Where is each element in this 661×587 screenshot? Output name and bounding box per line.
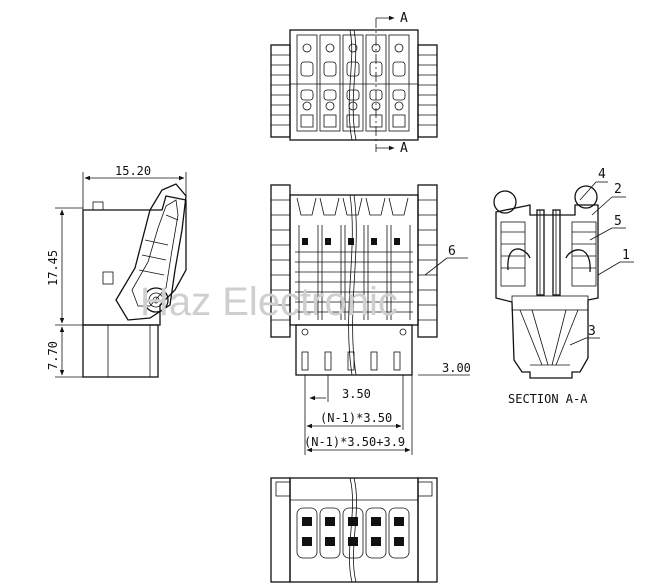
- bottom-view: [270, 477, 438, 583]
- dim-overall-width: (N-1)*3.50+3.9: [304, 435, 405, 449]
- section-mark-top: A: [400, 11, 408, 26]
- dim-offset: 3.00: [442, 361, 471, 375]
- watermark: Haz Electronic: [140, 280, 398, 324]
- top-view: [270, 15, 438, 152]
- side-view: [55, 172, 187, 378]
- front-view: [270, 184, 470, 455]
- callout-5: 5: [614, 214, 622, 229]
- section-mark-bottom: A: [400, 141, 408, 156]
- callout-2: 2: [614, 182, 622, 197]
- dim-pitch-total: (N-1)*3.50: [320, 411, 392, 425]
- dim-pitch: 3.50: [342, 387, 371, 401]
- section-label: SECTION A-A: [508, 392, 588, 406]
- callout-4: 4: [598, 167, 606, 182]
- dim-height-upper: 17.45: [46, 250, 60, 286]
- section-view: [493, 181, 634, 379]
- dim-height-lower: 7.70: [46, 341, 60, 370]
- callout-1: 1: [622, 248, 630, 263]
- callout-6: 6: [448, 244, 456, 259]
- callout-3: 3: [588, 324, 596, 339]
- dim-width-side: 15.20: [115, 164, 151, 178]
